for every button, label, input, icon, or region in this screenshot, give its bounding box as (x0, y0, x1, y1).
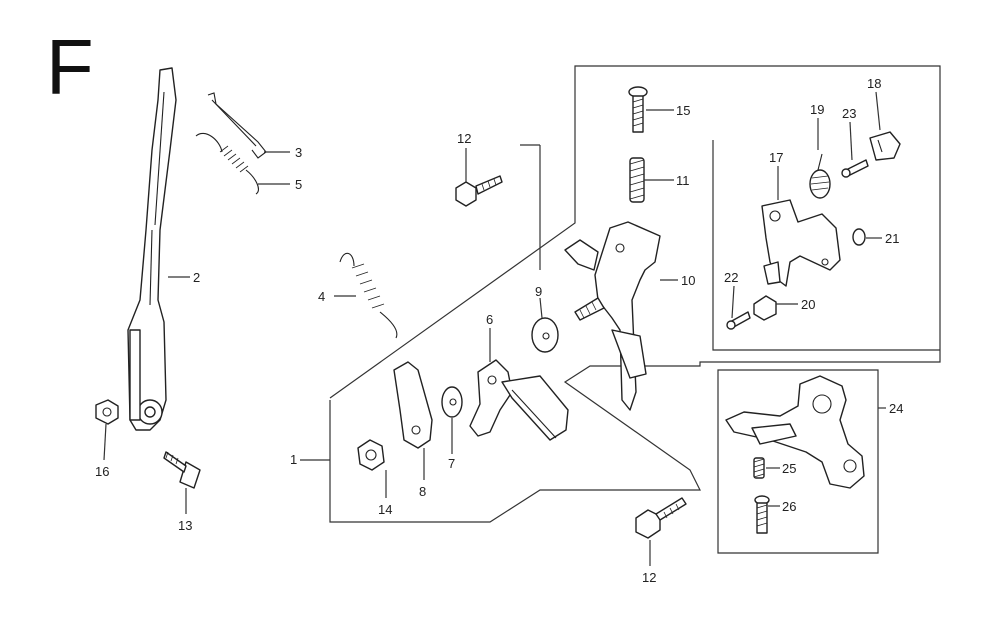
callout-6: 6 (486, 312, 493, 327)
callout-labels: 1 2 3 4 5 6 7 8 9 10 11 12 12 13 14 15 1… (95, 76, 903, 585)
part-5-spring (195, 132, 259, 195)
assembly-outline-24 (717, 369, 879, 554)
callout-7: 7 (448, 456, 455, 471)
part-2-control-lever (127, 67, 177, 431)
callout-19: 19 (810, 102, 824, 117)
part-21-clip (852, 228, 866, 246)
part-23-screw (841, 159, 869, 178)
callout-15: 15 (676, 103, 690, 118)
callout-12-upper: 12 (457, 131, 471, 146)
callout-4: 4 (318, 289, 325, 304)
part-12-upper-flange-bolt (455, 175, 503, 207)
callout-8: 8 (419, 484, 426, 499)
part-20-nut (753, 295, 777, 321)
callout-14: 14 (378, 502, 392, 517)
callout-13: 13 (178, 518, 192, 533)
part-25-spring (753, 457, 765, 479)
part-7-washer (441, 386, 463, 418)
part-11-spring (629, 157, 645, 203)
part-14-nut (357, 439, 385, 471)
assembly-outline-1 (329, 65, 941, 523)
part-3-wire-rod (207, 92, 267, 159)
callout-23: 23 (842, 106, 856, 121)
assembly-outline-17 (712, 140, 940, 351)
callout-3: 3 (295, 145, 302, 160)
part-10-control-bracket (564, 221, 661, 411)
part-13-bolt (163, 451, 201, 489)
part-18-block (869, 131, 901, 161)
callout-20: 20 (801, 297, 815, 312)
callout-10: 10 (681, 273, 695, 288)
part-19-spring (809, 153, 831, 199)
section-letter: F (46, 23, 94, 111)
callout-22: 22 (724, 270, 738, 285)
callout-2: 2 (193, 270, 200, 285)
part-6-governor-arm (469, 359, 569, 441)
part-22-screw (726, 311, 751, 330)
callout-16: 16 (95, 464, 109, 479)
leader-lines (103, 91, 886, 566)
callout-17: 17 (769, 150, 783, 165)
callout-21: 21 (885, 231, 899, 246)
callout-1: 1 (290, 452, 297, 467)
callout-18: 18 (867, 76, 881, 91)
part-17-bracket (761, 199, 841, 287)
callout-11: 11 (676, 173, 690, 188)
part-24-plate (725, 375, 865, 489)
callout-5: 5 (295, 177, 302, 192)
part-16-nut (95, 399, 119, 425)
part-15-screw (628, 86, 648, 133)
callout-26: 26 (782, 499, 796, 514)
callout-9: 9 (535, 284, 542, 299)
part-9-washer (531, 317, 559, 353)
callout-12-lower: 12 (642, 570, 656, 585)
part-26-screw (754, 495, 770, 534)
callout-24: 24 (889, 401, 903, 416)
callout-25: 25 (782, 461, 796, 476)
part-4-spring (339, 252, 398, 339)
part-12-lower-flange-bolt (635, 497, 687, 539)
part-8-plate (393, 361, 433, 449)
